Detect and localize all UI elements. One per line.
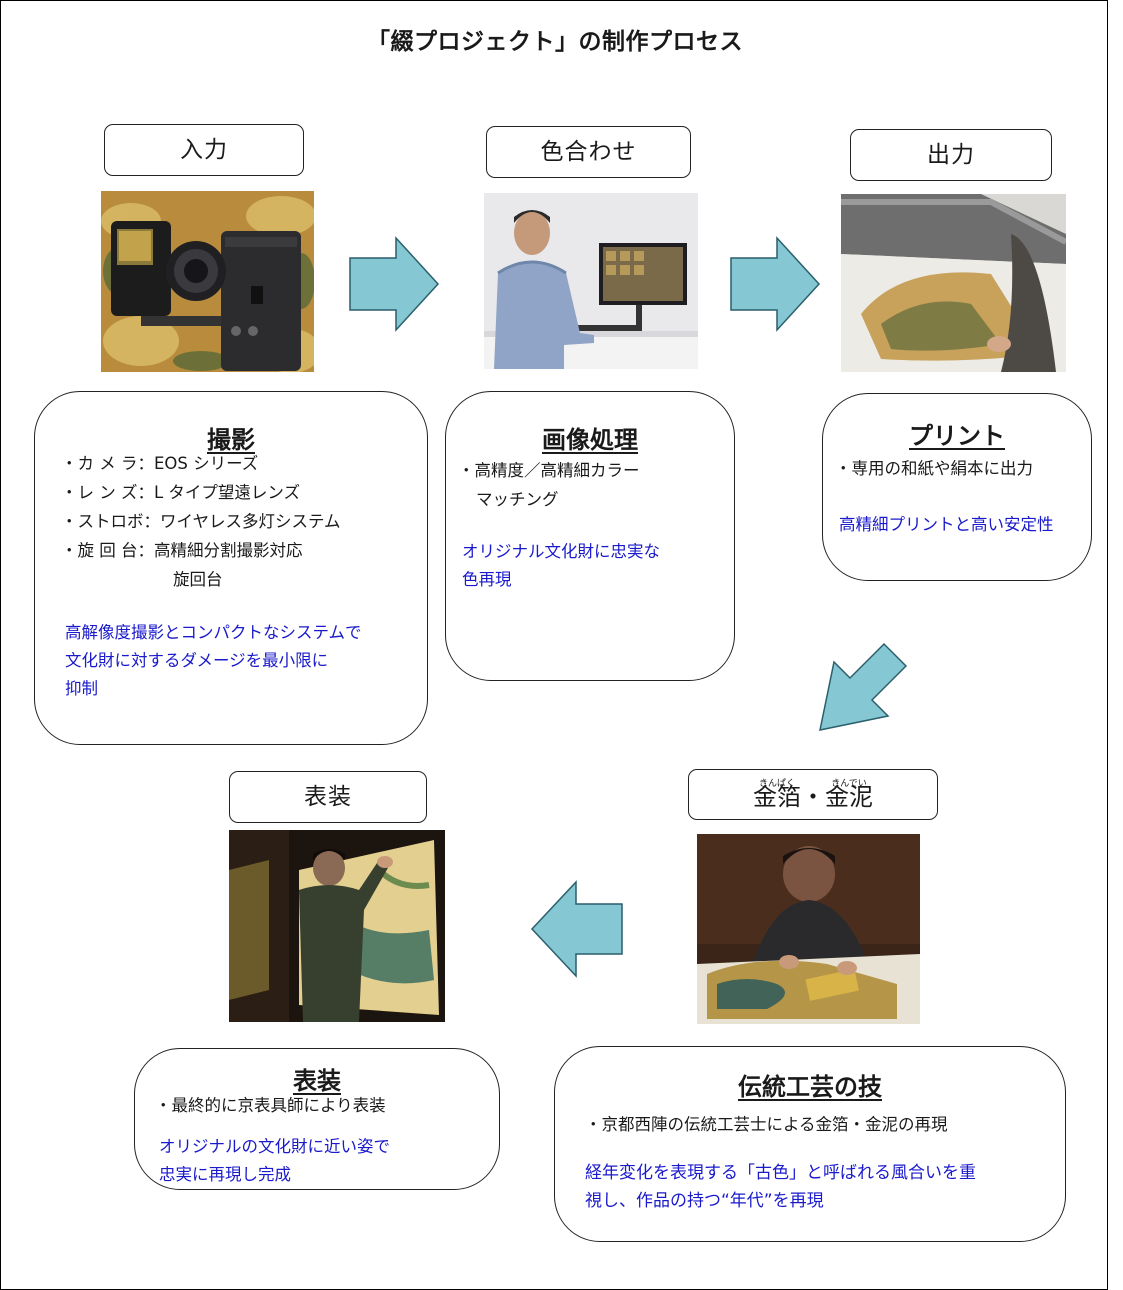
ruby-kindei: きんでい <box>831 779 867 789</box>
note-line: 抑制 <box>65 679 98 698</box>
note-line: オリジナル文化財に忠実な <box>462 542 660 561</box>
card-color-heading: 画像処理 <box>542 426 638 454</box>
spec-line: ・旋 回 台：高精細分割撮影対応 <box>61 541 303 560</box>
label-kinpaku: きんぱく 金箔 <box>753 770 801 824</box>
step-label-input-text: 入力 <box>180 137 228 163</box>
photo-camera-system <box>101 191 314 372</box>
spec-line: マッチング <box>476 490 559 509</box>
page-title: 「綴プロジェクト」の制作プロセス <box>367 29 743 55</box>
step-label-output-text: 出力 <box>927 142 975 168</box>
step-label-mounting-text: 表装 <box>304 784 352 810</box>
spec-line: ・ストロボ：ワイヤレス多灯システム <box>61 512 341 531</box>
spec-line: ・カ メ ラ：EOS シリーズ <box>61 454 259 473</box>
label-separator: ・ <box>801 783 825 811</box>
step-label-mounting: 表装 <box>229 771 427 823</box>
step-label-color: 色合わせ <box>486 126 691 178</box>
photo-color-matching <box>484 193 698 369</box>
card-color-note: オリジナル文化財に忠実な 色再現 <box>462 538 660 594</box>
note-line: 経年変化を表現する「古色」と呼ばれる風合いを重 <box>585 1163 976 1183</box>
step-label-input: 入力 <box>104 124 304 176</box>
note-line: 色再現 <box>462 570 512 589</box>
card-color: 画像処理 ・高精度／高精細カラー マッチング オリジナル文化財に忠実な 色再現 <box>445 391 735 681</box>
card-gold-heading: 伝統工芸の技 <box>738 1073 882 1101</box>
card-color-specs: ・高精度／高精細カラー マッチング <box>458 456 640 514</box>
card-output-specs: ・専用の和紙や絹本に出力 <box>835 454 1033 483</box>
card-mounting-specs: ・最終的に京表具師により表装 <box>155 1091 386 1120</box>
arrow-down-left-icon <box>819 642 908 731</box>
note-line: 高精細プリントと高い安定性 <box>839 515 1054 534</box>
spec-line: ・レ ン ズ：L タイプ望遠レンズ <box>61 483 301 502</box>
card-input-note: 高解像度撮影とコンパクトなシステムで 文化財に対するダメージを最小限に 抑制 <box>65 619 362 703</box>
step-label-gold: きんぱく 金箔 ・ きんでい 金泥 <box>688 769 938 820</box>
ruby-kinpaku: きんぱく <box>758 779 795 789</box>
note-line: 視し、作品の持つ“年代”を再現 <box>585 1191 824 1211</box>
card-gold-specs: ・京都西陣の伝統工芸士による金箔・金泥の再現 <box>585 1110 948 1139</box>
arrow-right-icon <box>349 236 440 332</box>
arrow-right-icon <box>730 236 821 332</box>
card-input-heading: 撮影 <box>207 426 255 454</box>
label-kindei: きんでい 金泥 <box>825 770 873 824</box>
spec-line: ・最終的に京表具師により表装 <box>155 1096 386 1115</box>
arrow-left-icon <box>530 880 623 978</box>
card-mounting-note: オリジナルの文化財に近い姿で 忠実に再現し完成 <box>159 1133 390 1189</box>
note-line: 忠実に再現し完成 <box>159 1165 291 1184</box>
step-label-output: 出力 <box>850 129 1052 181</box>
card-output-heading: プリント <box>909 422 1005 450</box>
card-input-specs: ・カ メ ラ：EOS シリーズ ・レ ン ズ：L タイプ望遠レンズ ・ストロボ：… <box>61 449 341 594</box>
card-mounting: 表装 ・最終的に京表具師により表装 オリジナルの文化財に近い姿で 忠実に再現し完… <box>134 1048 500 1190</box>
note-line: 文化財に対するダメージを最小限に <box>65 651 329 670</box>
photo-printing <box>841 194 1066 372</box>
photo-mounting <box>229 830 445 1022</box>
card-input: 撮影 ・カ メ ラ：EOS シリーズ ・レ ン ズ：L タイプ望遠レンズ ・スト… <box>34 391 428 745</box>
note-line: オリジナルの文化財に近い姿で <box>159 1137 390 1156</box>
card-output: プリント ・専用の和紙や絹本に出力 高精細プリントと高い安定性 <box>822 393 1092 581</box>
spec-line: 旋回台 <box>173 570 223 589</box>
spec-line: ・京都西陣の伝統工芸士による金箔・金泥の再現 <box>585 1115 948 1134</box>
card-gold: 伝統工芸の技 ・京都西陣の伝統工芸士による金箔・金泥の再現 経年変化を表現する「… <box>554 1046 1066 1242</box>
card-gold-note: 経年変化を表現する「古色」と呼ばれる風合いを重 視し、作品の持つ“年代”を再現 <box>585 1159 976 1215</box>
card-output-note: 高精細プリントと高い安定性 <box>839 511 1054 539</box>
photo-gold-leaf <box>697 834 920 1024</box>
label-kinpaku-text: 金箔 <box>753 783 801 811</box>
spec-line: ・専用の和紙や絹本に出力 <box>835 459 1033 478</box>
note-line: 高解像度撮影とコンパクトなシステムで <box>65 623 362 642</box>
step-label-color-text: 色合わせ <box>540 139 637 165</box>
card-mounting-heading: 表装 <box>293 1067 341 1095</box>
spec-line: ・高精度／高精細カラー <box>458 461 640 480</box>
label-kindei-text: 金泥 <box>825 783 873 811</box>
